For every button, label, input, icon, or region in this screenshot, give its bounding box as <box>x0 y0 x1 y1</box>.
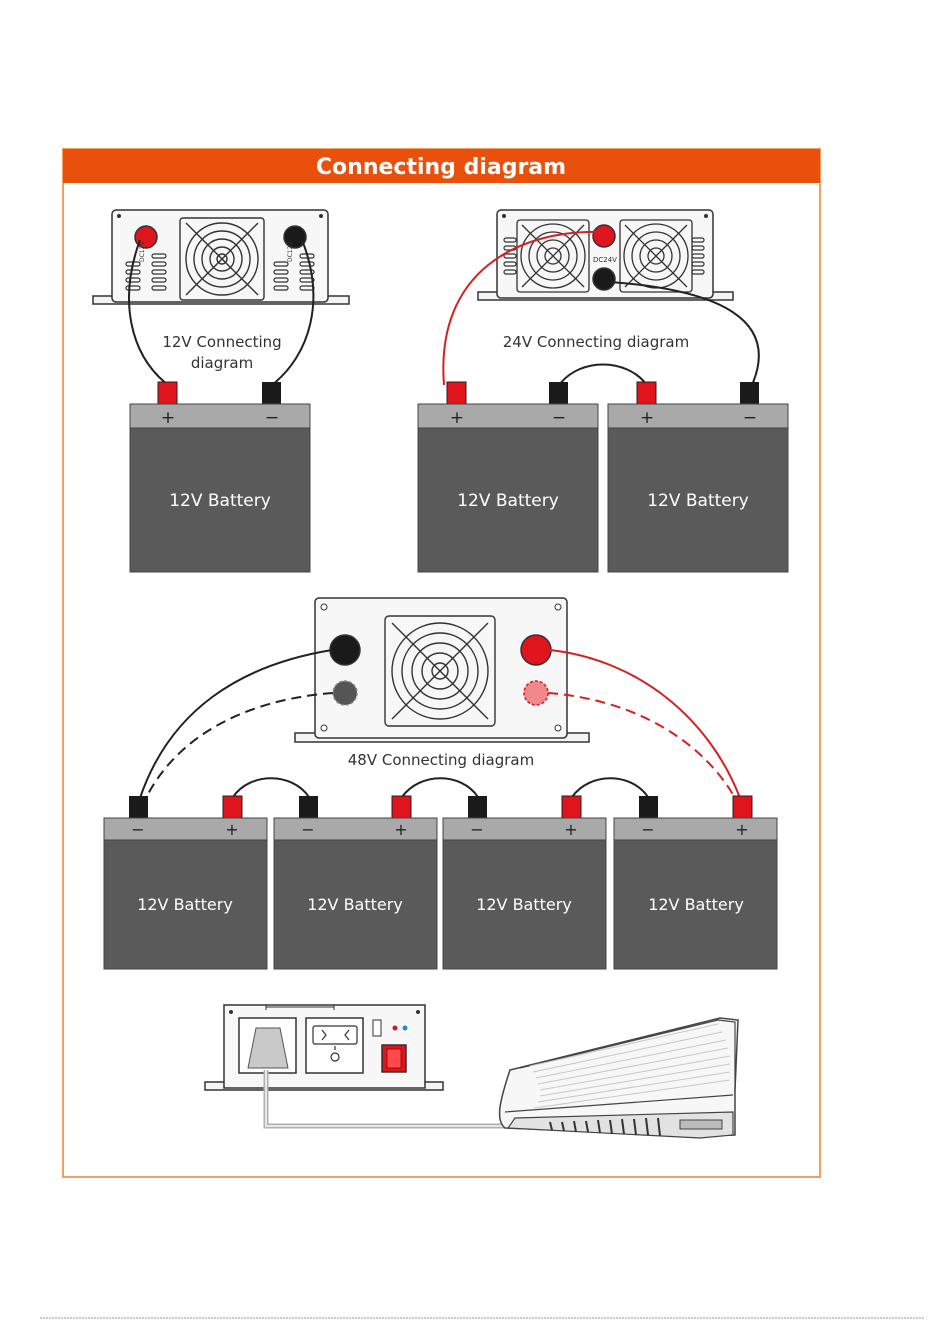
battery-minus: − <box>743 408 757 428</box>
battery-48v-1: − + 12V Battery <box>104 796 267 969</box>
battery-label: 12V Battery <box>648 895 744 914</box>
battery-minus: − <box>470 820 483 839</box>
battery-plus: + <box>161 408 175 428</box>
inverter-24v-negative-terminal <box>593 268 615 290</box>
battery-plus: + <box>450 408 464 428</box>
battery-48v-2: − + 12V Battery <box>274 796 437 969</box>
battery-label: 12V Battery <box>457 491 559 511</box>
battery-24v-1: + − 12V Battery <box>418 382 598 572</box>
caption-12v-line1: 12V Connecting <box>162 333 281 351</box>
battery-12v-single: + − 12V Battery <box>130 382 310 572</box>
battery-minus: − <box>301 820 314 839</box>
battery-48v-4: − + 12V Battery <box>614 796 777 969</box>
battery-48v-3: − + 12V Battery <box>443 796 606 969</box>
indicator-blue-icon <box>403 1026 408 1031</box>
battery-label: 12V Battery <box>137 895 233 914</box>
inverter-48v-positive-terminal <box>521 635 551 665</box>
usb-port-icon <box>373 1020 381 1036</box>
fan-icon <box>385 616 495 726</box>
battery-label: 12V Battery <box>169 491 271 511</box>
inverter-output-panel <box>205 1005 443 1090</box>
inverter-24v-label: DC24V <box>593 256 617 264</box>
indicator-red-icon <box>393 1026 398 1031</box>
battery-minus: − <box>131 820 144 839</box>
caption-12v-line2: diagram <box>191 354 253 372</box>
battery-plus: + <box>640 408 654 428</box>
battery-plus: + <box>564 820 577 839</box>
inverter-12v-label-left: DC12V <box>139 241 146 262</box>
inverter-24v: DC24V <box>478 210 733 300</box>
battery-24v-2: + − 12V Battery <box>608 382 788 572</box>
inverter-12v-label-right: DC12V <box>287 241 294 262</box>
battery-minus: − <box>265 408 279 428</box>
inverter-48v <box>295 598 589 742</box>
inverter-12v: DC12V DC12V <box>93 210 349 304</box>
diagram-title: Connecting diagram <box>316 155 566 180</box>
battery-label: 12V Battery <box>307 895 403 914</box>
battery-plus: + <box>735 820 748 839</box>
battery-label: 12V Battery <box>647 491 749 511</box>
caption-48v: 48V Connecting diagram <box>348 751 534 769</box>
caption-24v: 24V Connecting diagram <box>503 333 689 351</box>
battery-plus: + <box>225 820 238 839</box>
battery-plus: + <box>394 820 407 839</box>
inverter-24v-positive-terminal <box>593 225 615 247</box>
battery-minus: − <box>552 408 566 428</box>
battery-label: 12V Battery <box>476 895 572 914</box>
battery-minus: − <box>641 820 654 839</box>
inverter-48v-positive-alt-terminal <box>524 681 548 705</box>
inverter-48v-negative-alt-terminal <box>333 681 357 705</box>
inverter-48v-negative-terminal <box>330 635 360 665</box>
